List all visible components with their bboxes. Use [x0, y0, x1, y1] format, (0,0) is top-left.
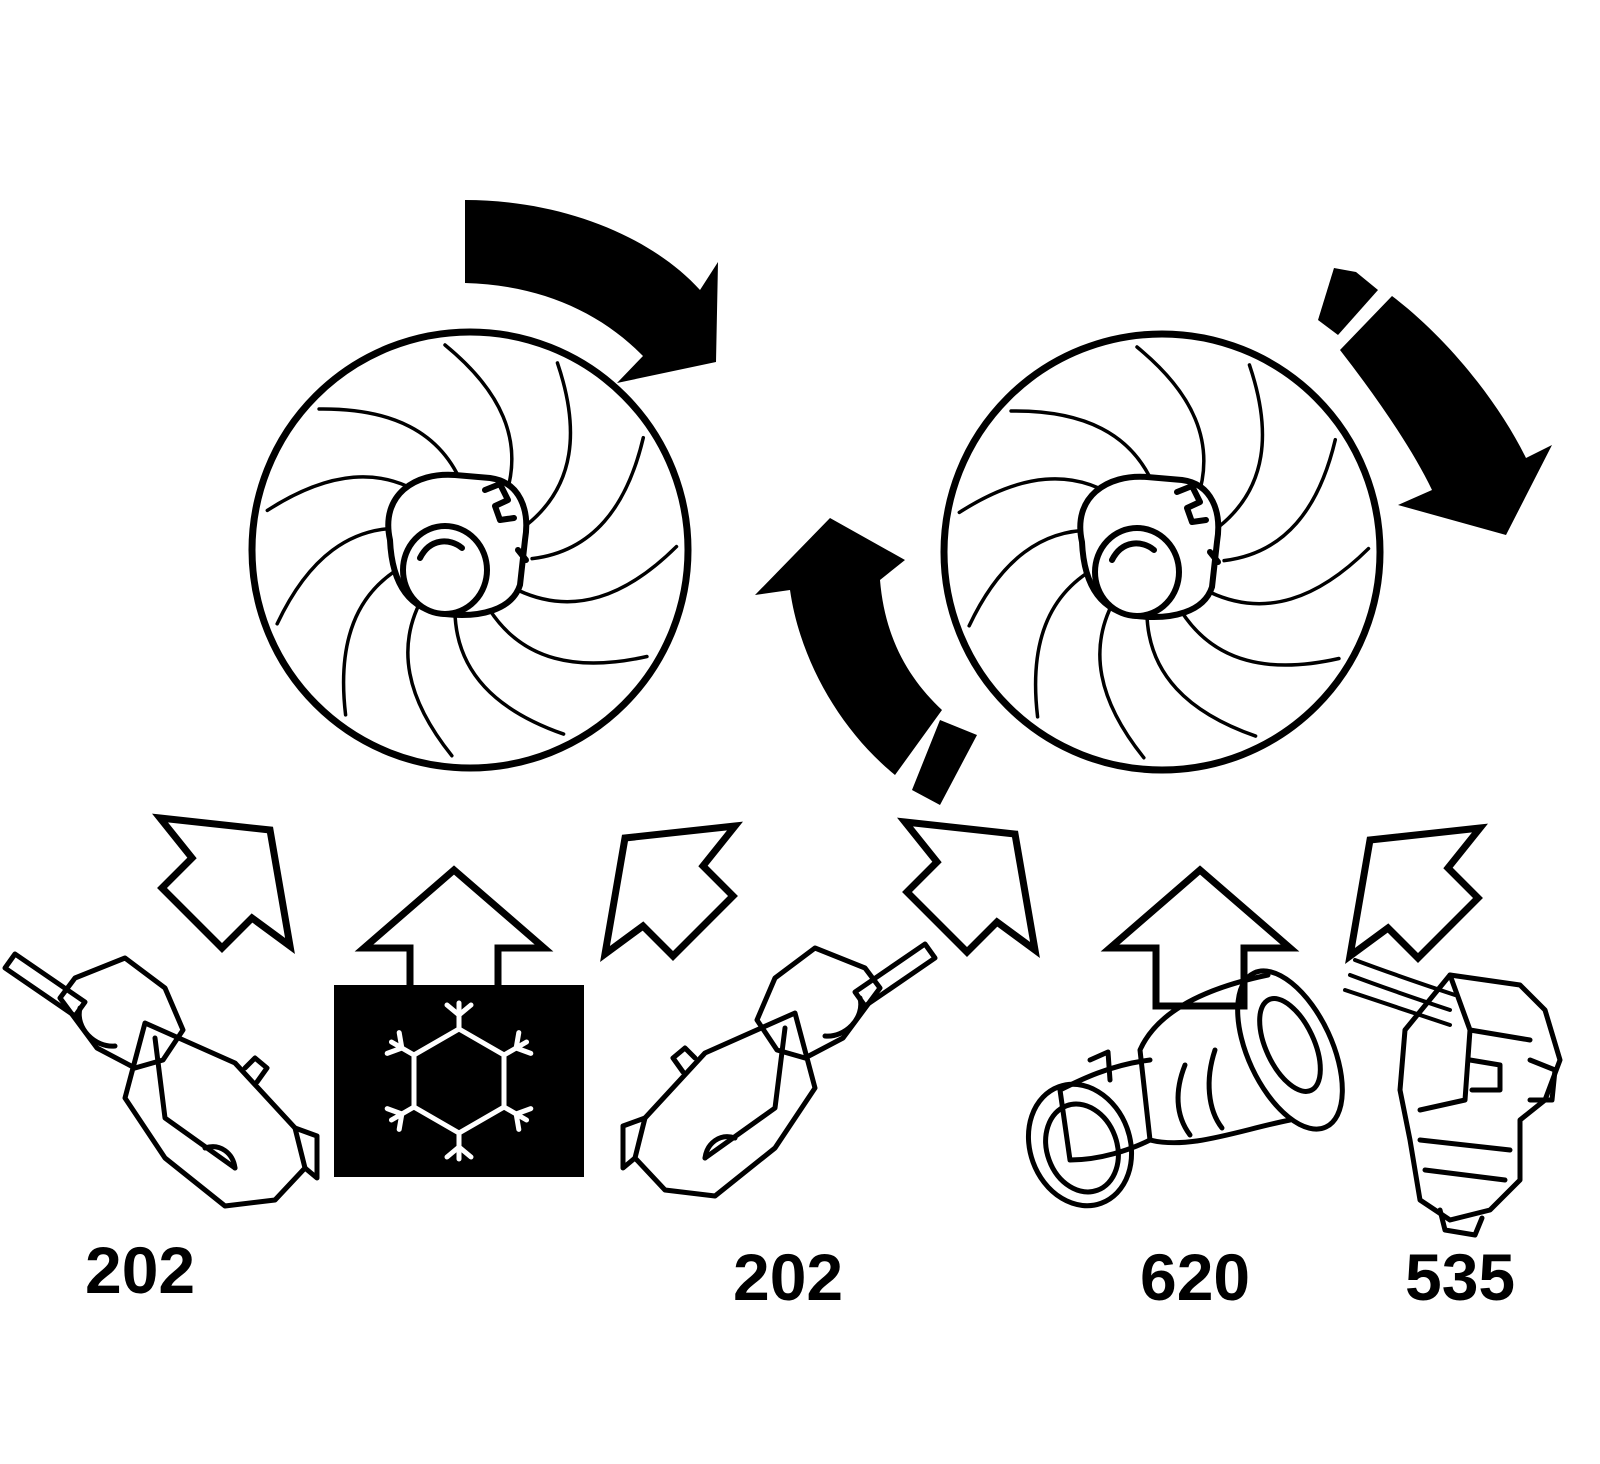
ac-snowflake-panel — [334, 985, 584, 1177]
pressure-sensor — [1025, 968, 1345, 1209]
rotation-arrow-left-fan — [465, 200, 718, 383]
label-sensor-middle: 202 — [733, 1240, 843, 1314]
input-arrow-right-1 — [905, 822, 1035, 952]
rotation-arrow-right-fan-upper — [1318, 268, 1552, 535]
fan-right-icon — [944, 334, 1380, 770]
rotation-arrow-right-fan-lower — [755, 518, 977, 805]
input-arrow-right-2 — [1110, 870, 1290, 1006]
snowflake-icon — [384, 1000, 534, 1162]
sensor-with-wiring — [1343, 958, 1563, 1238]
label-sensor-left: 202 — [85, 1233, 195, 1307]
fan-left-icon — [252, 332, 688, 768]
coolant-temperature-sensor-left — [5, 954, 317, 1206]
input-arrow-right-3 — [1350, 828, 1480, 958]
input-arrow-left-3 — [605, 826, 735, 956]
input-arrow-left-1 — [160, 818, 290, 948]
label-pressure-sensor: 620 — [1140, 1240, 1250, 1314]
label-sensor-right: 535 — [1405, 1240, 1515, 1314]
coolant-temperature-sensor-middle — [623, 944, 935, 1196]
